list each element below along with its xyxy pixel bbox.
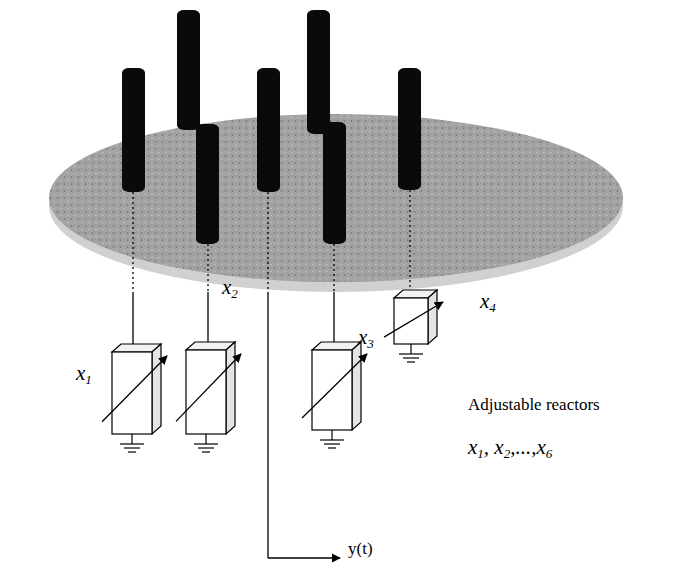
- reactor-label: x3: [358, 326, 374, 349]
- ground-symbol: [120, 443, 144, 444]
- dotted-lead: [132, 192, 133, 292]
- rod: [122, 68, 145, 192]
- ground-symbol: [128, 451, 136, 452]
- rod: [323, 122, 346, 244]
- ground-lead: [131, 434, 132, 444]
- ground-lead: [410, 344, 411, 354]
- reactor-front: [112, 352, 152, 434]
- adjust-arrow: [384, 302, 443, 337]
- ground-symbol: [320, 439, 344, 440]
- adjustable-reactor: [302, 342, 367, 448]
- adjustable-reactor: [102, 344, 167, 452]
- reactor-side: [152, 344, 161, 434]
- ground-symbol: [399, 353, 423, 354]
- ground-symbol: [403, 357, 419, 358]
- rod: [307, 10, 330, 134]
- wire: [333, 292, 334, 350]
- dotted-lead: [409, 190, 410, 298]
- reactor-label: x1: [76, 362, 92, 385]
- wire: [207, 292, 208, 350]
- adjust-arrow: [102, 356, 167, 422]
- rod: [196, 124, 219, 244]
- wire: [132, 292, 133, 352]
- rod: [257, 68, 280, 192]
- reactor-front: [186, 350, 226, 434]
- ground-symbol: [124, 447, 140, 448]
- adjust-arrow: [176, 354, 241, 421]
- ground-symbol: [202, 451, 210, 452]
- rod: [177, 10, 200, 130]
- reactor-label: x4: [480, 290, 496, 313]
- ground-symbol: [328, 447, 336, 448]
- signal-name: y(t): [348, 540, 373, 559]
- dotted-lead: [333, 244, 334, 292]
- adjust-arrow: [302, 354, 367, 418]
- reactor-side: [226, 342, 235, 434]
- reactor-side: [428, 290, 437, 344]
- dotted-lead: [207, 244, 208, 292]
- output-arrow: [268, 557, 340, 558]
- reactor-side: [352, 342, 361, 430]
- rod: [398, 68, 421, 190]
- ground-lead: [331, 430, 332, 440]
- ground-symbol: [407, 361, 415, 362]
- ground-symbol: [198, 447, 214, 448]
- ground-symbol: [194, 443, 218, 444]
- wire: [267, 292, 268, 558]
- dotted-lead: [267, 192, 268, 292]
- reactor-list: x1, x2,...,x6: [468, 436, 552, 459]
- legend-note: Adjustable reactors: [468, 396, 600, 415]
- ground-symbol: [324, 443, 340, 444]
- adjustable-reactor: [176, 342, 241, 452]
- adjustable-reactor: [384, 290, 443, 362]
- ground-lead: [205, 434, 206, 444]
- reactor-front: [312, 350, 352, 430]
- reactor-label: x2: [222, 276, 238, 299]
